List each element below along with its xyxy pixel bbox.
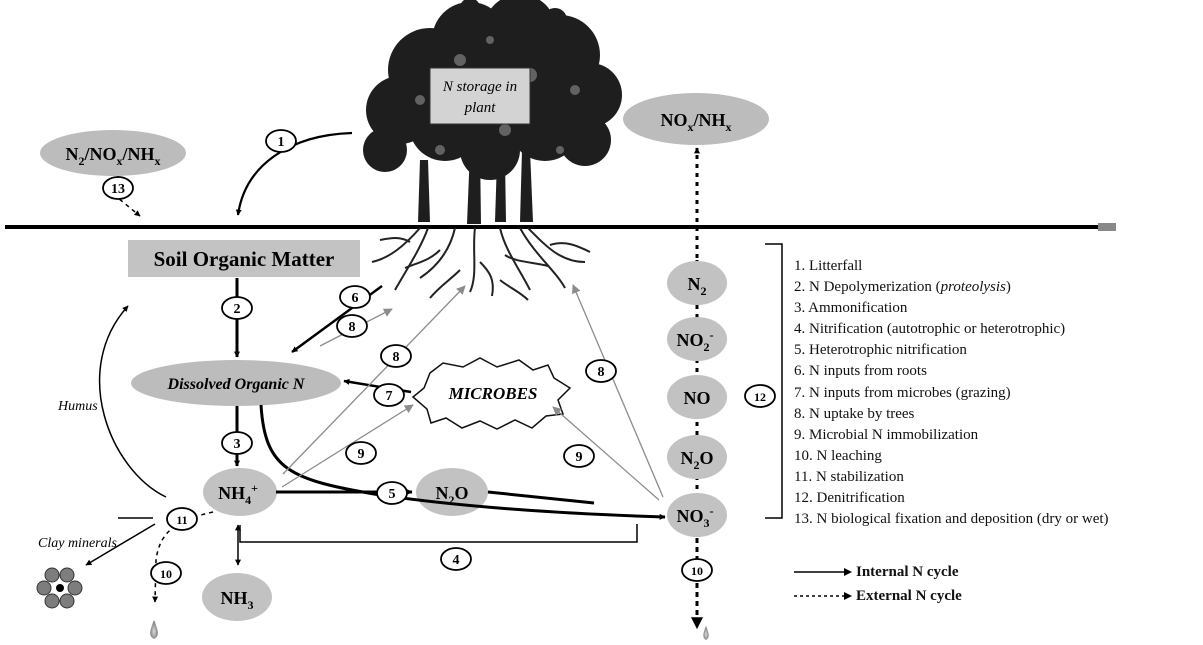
legend-item: 3. Ammonification bbox=[794, 300, 908, 317]
svg-text:2: 2 bbox=[234, 302, 241, 317]
clay-minerals-icon bbox=[36, 567, 83, 609]
step-5-circle: 5 bbox=[376, 481, 408, 505]
svg-text:4: 4 bbox=[453, 553, 460, 568]
humus-label: Humus bbox=[57, 399, 98, 414]
svg-text:13: 13 bbox=[111, 182, 125, 197]
legend-item: 4. Nitrification (autotrophic or heterot… bbox=[794, 321, 1066, 338]
nh3-ellipse: NH3 bbox=[202, 573, 272, 621]
legend-item: 1. Litterfall bbox=[794, 258, 863, 274]
svg-text:NOx/NHx: NOx/NHx bbox=[660, 110, 731, 134]
step-circles: 1 13 2 6 8 8 7 3 9 5 8 9 4 11 10 10 12 bbox=[102, 129, 776, 585]
legend-item: 11. N stabilization bbox=[794, 468, 904, 485]
svg-text:N2/NOx/NHx: N2/NOx/NHx bbox=[65, 144, 160, 168]
svg-text:9: 9 bbox=[358, 447, 365, 462]
svg-text:N2: N2 bbox=[688, 274, 707, 298]
legend-item: 5. Heterotrophic nitrification bbox=[794, 342, 967, 359]
svg-text:3: 3 bbox=[234, 437, 241, 452]
svg-text:8: 8 bbox=[598, 365, 605, 380]
svg-text:1: 1 bbox=[278, 135, 285, 150]
atmosphere-n2-nox-nhx: N2/NOx/NHx bbox=[40, 130, 186, 176]
dashed-arrow-icon bbox=[794, 592, 852, 600]
legend-list: 1. Litterfall 2. N Depolymerization (pro… bbox=[794, 256, 1199, 530]
step-8-circle-b: 8 bbox=[380, 344, 412, 368]
svg-text:7: 7 bbox=[386, 389, 393, 404]
water-drop-icon bbox=[703, 626, 709, 640]
step-2-circle: 2 bbox=[221, 296, 253, 320]
svg-text:12: 12 bbox=[754, 390, 766, 404]
svg-text:NO3-: NO3- bbox=[677, 504, 714, 530]
svg-text:NH3: NH3 bbox=[221, 588, 254, 612]
step-9-circle-a: 9 bbox=[345, 441, 377, 465]
svg-text:11: 11 bbox=[176, 513, 187, 527]
legend-item: 7. N inputs from microbes (grazing) bbox=[794, 384, 1011, 401]
svg-text:NH4+: NH4+ bbox=[218, 481, 258, 507]
dissolved-organic-n: Dissolved Organic N bbox=[131, 360, 341, 406]
step-3-circle: 3 bbox=[221, 431, 253, 455]
legend-internal-key: Internal N cycle bbox=[794, 561, 1054, 583]
step-7-circle: 7 bbox=[373, 383, 405, 407]
svg-text:MICROBES: MICROBES bbox=[448, 384, 538, 403]
legend-item: 9. Microbial N immobilization bbox=[794, 426, 979, 443]
arrows bbox=[85, 131, 783, 630]
step-10-circle-b: 10 bbox=[681, 558, 713, 582]
legend-item: 8. N uptake by trees bbox=[794, 405, 915, 422]
legend-item: 12. Denitrification bbox=[794, 490, 905, 507]
n2o-center-ellipse: N2O bbox=[416, 468, 488, 516]
svg-text:N2O: N2O bbox=[435, 483, 468, 507]
svg-text:Soil Organic Matter: Soil Organic Matter bbox=[154, 247, 335, 271]
svg-text:8: 8 bbox=[393, 350, 400, 365]
roots-illustration bbox=[371, 227, 591, 301]
svg-text:8: 8 bbox=[349, 320, 356, 335]
svg-text:10: 10 bbox=[160, 567, 172, 581]
step-6-circle: 6 bbox=[339, 285, 371, 309]
soil-organic-matter-box: Soil Organic Matter bbox=[128, 240, 360, 277]
svg-text:5: 5 bbox=[389, 487, 396, 502]
legend-external-key: External N cycle bbox=[794, 585, 1054, 607]
step-13-circle: 13 bbox=[102, 176, 134, 200]
svg-text:NO2-: NO2- bbox=[677, 328, 714, 354]
step-9-circle-b: 9 bbox=[563, 444, 595, 468]
water-drop-icon bbox=[150, 620, 158, 639]
plant-storage-box: N storage in plant bbox=[429, 67, 531, 125]
svg-text:6: 6 bbox=[352, 291, 359, 306]
step-12-circle: 12 bbox=[744, 384, 776, 408]
nh4-ellipse: NH4+ bbox=[203, 468, 277, 516]
microbes-shape: MICROBES bbox=[411, 357, 572, 430]
step-8-circle-c: 8 bbox=[585, 359, 617, 383]
plant-box-line1: N storage in bbox=[442, 79, 517, 95]
plant-box-line2: plant bbox=[464, 100, 497, 116]
legend-item: 6. N inputs from roots bbox=[794, 363, 927, 380]
svg-text:10: 10 bbox=[691, 564, 703, 578]
atmosphere-nox-nhx: NOx/NHx bbox=[623, 93, 769, 145]
ground-line bbox=[5, 223, 1116, 231]
legend-item: 10. N leaching bbox=[794, 447, 882, 464]
step-11-circle: 11 bbox=[166, 507, 198, 531]
svg-text:N2O: N2O bbox=[680, 448, 713, 472]
clay-minerals-label: Clay minerals bbox=[38, 536, 117, 551]
solid-arrow-icon bbox=[794, 568, 852, 576]
legend-item: 2. N Depolymerization (proteolysis) bbox=[794, 279, 1011, 296]
svg-text:NO: NO bbox=[684, 388, 711, 408]
legend: 1. Litterfall 2. N Depolymerization (pro… bbox=[794, 256, 1199, 604]
step-1-circle: 1 bbox=[265, 129, 297, 153]
legend-item: 13. N biological fixation and deposition… bbox=[794, 511, 1109, 528]
svg-text:Dissolved Organic N: Dissolved Organic N bbox=[167, 376, 306, 393]
svg-text:9: 9 bbox=[576, 450, 583, 465]
denitrification-column: N2 NO2- NO N2O NO3- bbox=[667, 260, 727, 537]
step-10-circle-a: 10 bbox=[150, 561, 182, 585]
step-8-circle-a: 8 bbox=[336, 314, 368, 338]
step-4-circle: 4 bbox=[440, 547, 472, 571]
